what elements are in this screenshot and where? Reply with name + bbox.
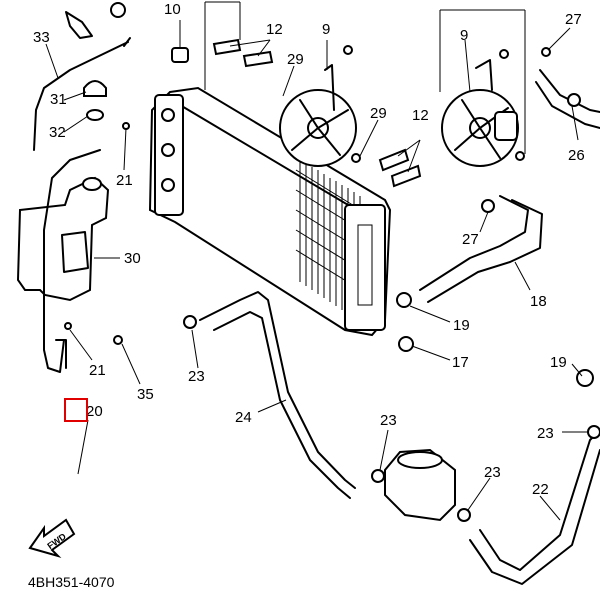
breather-hose — [33, 41, 129, 151]
callout-23: 23 — [380, 412, 397, 429]
callout-20: 20 — [86, 403, 103, 420]
callout-17: 17 — [452, 354, 469, 371]
callout-24: 24 — [235, 409, 252, 426]
cooling-fan-left — [279, 64, 357, 167]
callout-9: 9 — [460, 27, 468, 44]
drawing-code: 4BH351-4070 — [28, 574, 115, 590]
callout-9: 9 — [322, 21, 330, 38]
callout-29: 29 — [370, 105, 387, 122]
callout-23: 23 — [537, 425, 554, 442]
rubber-pads — [212, 38, 422, 188]
callout-21: 21 — [116, 172, 133, 189]
cooling-fan-right — [441, 59, 519, 167]
callout-10: 10 — [164, 1, 181, 18]
callout-12: 12 — [266, 21, 283, 38]
callout-26: 26 — [568, 147, 585, 164]
callout-27: 27 — [565, 11, 582, 28]
thermostat-housing — [384, 448, 456, 522]
callout-22: 22 — [532, 481, 549, 498]
radiator-hose-22 — [479, 429, 600, 571]
callout-19: 19 — [550, 354, 567, 371]
overflow-hose — [43, 149, 101, 373]
fwd-arrow: FWD — [28, 518, 76, 559]
reservoir-tank — [16, 176, 110, 302]
hose-clamp-top — [65, 2, 126, 39]
callout-21: 21 — [89, 362, 106, 379]
callout-33: 33 — [33, 29, 50, 46]
callout-23: 23 — [188, 368, 205, 385]
callout-27: 27 — [462, 231, 479, 248]
callout-19: 19 — [453, 317, 470, 334]
highlight-box — [64, 398, 88, 422]
hose-clamps — [64, 45, 600, 522]
radiator-hose-24 — [199, 291, 356, 489]
reservoir-cap — [83, 80, 107, 121]
callout-30: 30 — [124, 250, 141, 267]
radiator — [148, 86, 392, 337]
callout-35: 35 — [137, 386, 154, 403]
callout-23: 23 — [484, 464, 501, 481]
callout-32: 32 — [49, 124, 66, 141]
callout-29: 29 — [287, 51, 304, 68]
leader-lines — [45, 1, 588, 521]
grommet — [171, 47, 189, 63]
callouts: 10 12 9 9 27 33 29 31 32 29 12 26 21 27 … — [33, 1, 585, 498]
callout-12: 12 — [412, 107, 429, 124]
callout-31: 31 — [50, 91, 67, 108]
radiator-hose-18 — [419, 195, 529, 291]
callout-18: 18 — [530, 293, 547, 310]
